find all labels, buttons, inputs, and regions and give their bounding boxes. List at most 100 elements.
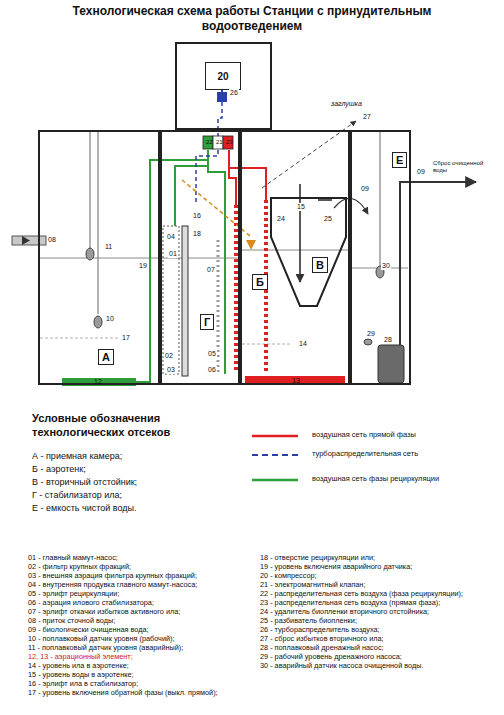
valve-box bbox=[213, 136, 223, 149]
callout-number: 18 bbox=[192, 230, 202, 238]
float-cable bbox=[98, 132, 99, 314]
cone-outline bbox=[271, 198, 346, 306]
legend-sample bbox=[252, 479, 298, 482]
callout-number: 09 bbox=[416, 168, 426, 176]
legend-text: воздушная сеть прямой фазы bbox=[312, 431, 497, 439]
recirc-air-line bbox=[136, 150, 208, 382]
callout-number: 28 bbox=[383, 336, 393, 344]
callout-number: 16 bbox=[192, 212, 202, 220]
list-item: 07 - эрлифт откачки избытков активного и… bbox=[28, 608, 254, 616]
list-item: 12, 13 - аэрационный элемент; bbox=[28, 653, 254, 661]
water-level bbox=[242, 250, 348, 251]
turbo-line bbox=[196, 150, 218, 205]
list-item: 06 - аэрация илового стабилизатора; bbox=[28, 599, 254, 607]
callout-number: 17 bbox=[121, 334, 131, 342]
list-item: 16 - эрлифт ила в стабилизатор; bbox=[28, 680, 254, 688]
tank-compartment: Е bbox=[350, 130, 411, 385]
airlift-column bbox=[217, 240, 220, 372]
outlet-pipe bbox=[400, 182, 476, 345]
compartment-legend-item: Г - стабилизатор ила; bbox=[32, 491, 122, 501]
water-level bbox=[40, 258, 158, 259]
tank-compartment: ВБ bbox=[240, 130, 350, 385]
inlet-arrow bbox=[22, 236, 30, 245]
legend-sample bbox=[252, 435, 298, 438]
list-item: 09 - биологически очищенная вода; bbox=[28, 626, 254, 634]
callout-number: 07 bbox=[206, 266, 216, 274]
list-item: 22 - распределительная сеть воздуха (фаз… bbox=[260, 590, 496, 598]
float-cable bbox=[90, 132, 91, 250]
list-item: 05 - эрлифт рециркуляции; bbox=[28, 590, 254, 598]
callout-number: 04 bbox=[166, 233, 176, 241]
callout-number: 23 bbox=[225, 138, 234, 147]
list-item: 26 - турбораспределитель воздуха; bbox=[260, 626, 496, 634]
float-switch bbox=[86, 248, 94, 260]
list-item: 23 - распределительная сеть воздуха (пря… bbox=[260, 599, 496, 607]
callout-number: 30 bbox=[381, 262, 391, 270]
callout-number: 19 bbox=[138, 262, 148, 270]
callout-number: 11 bbox=[104, 243, 113, 251]
list-item: 25 - разбиватель биопленки; bbox=[260, 617, 496, 625]
callout-number: 02 bbox=[164, 352, 174, 360]
callout-number: 21 bbox=[215, 138, 224, 147]
callout-number: 25 bbox=[323, 215, 333, 223]
callout-number: 29 bbox=[366, 330, 376, 338]
compartment-legend-item: Е - емкость чистой воды. bbox=[32, 504, 137, 514]
compartment-letter: Г bbox=[200, 314, 214, 330]
callout-number: 06 bbox=[207, 366, 217, 374]
callout-number: 03 bbox=[166, 366, 176, 374]
list-item: 15 - уровень воды в аэротенке; bbox=[28, 671, 254, 679]
callout-number: 05 bbox=[207, 350, 217, 358]
flow-triangle bbox=[246, 240, 256, 250]
compartment-letter: Б bbox=[252, 274, 268, 290]
drain-pump bbox=[378, 345, 404, 383]
list-item: 24 - удалитель биопленки вторичного отст… bbox=[260, 608, 496, 616]
callout-number: 15 bbox=[296, 203, 306, 211]
recirc-air-line bbox=[208, 150, 225, 374]
list-item: 20 - компрессор; bbox=[260, 572, 496, 580]
list-item: 01 - главный мамут-насос; bbox=[28, 554, 254, 562]
level-mark bbox=[40, 338, 118, 339]
list-item: 04 - внутренняя продувка главного мамут-… bbox=[28, 581, 254, 589]
airlift-column bbox=[234, 205, 238, 372]
compartment-legend-item: Б - аэротенк; bbox=[32, 465, 86, 475]
callout-number: 14 bbox=[298, 340, 308, 348]
callout-number: 09 bbox=[360, 185, 370, 193]
list-item: 08 - приток сточной воды; bbox=[28, 617, 254, 625]
legend-sample bbox=[252, 454, 298, 456]
callout-number: 26 bbox=[229, 89, 239, 97]
valve-box bbox=[223, 136, 233, 149]
settler-cone: В bbox=[270, 197, 347, 307]
list-item: 17 - уровень включения обратной фазы (вы… bbox=[28, 689, 254, 697]
float-cable bbox=[380, 132, 381, 266]
tank-compartment: А bbox=[38, 130, 160, 385]
list-item: 27 - сброс избытков вторичного ила; bbox=[260, 635, 496, 643]
list-item: 02 - фильтр крупных фракций; bbox=[28, 563, 254, 571]
coarse-filter bbox=[163, 226, 179, 374]
direct-air-line bbox=[229, 150, 236, 205]
diagram-title: Технологическая схема работы Станции с п… bbox=[52, 4, 452, 34]
callout-number: 08 bbox=[47, 236, 57, 244]
list-item: 28 - поплавковый дренажный насос; bbox=[260, 644, 496, 652]
pump-float bbox=[364, 339, 372, 345]
callout-note: Сброс очищенной воды bbox=[432, 160, 490, 173]
callout-number: 13 bbox=[291, 377, 301, 385]
turbo-line bbox=[221, 90, 223, 92]
list-item: 30 - аварийный датчик насоса очищенной в… bbox=[260, 662, 496, 670]
cone-outline bbox=[270, 197, 347, 307]
callout-number: 24 bbox=[276, 215, 286, 223]
compartment-legend-item: А - приемная камера; bbox=[32, 452, 122, 462]
compartment-letter: В bbox=[312, 257, 328, 273]
direct-air-line bbox=[229, 150, 266, 200]
compressor-box: 20 bbox=[175, 42, 272, 130]
list-item: 10 - поплавковый датчик уровня (рабочий)… bbox=[28, 635, 254, 643]
callout-number: 01 bbox=[168, 250, 178, 258]
list-item: 29 - рабочий уровень дренажного насоса; bbox=[260, 653, 496, 661]
callout-number: 22 bbox=[205, 138, 214, 147]
mammoth-pump bbox=[182, 226, 188, 376]
legend-text: турбораспределительная сеть bbox=[312, 450, 497, 458]
callout-number: 27 bbox=[362, 113, 372, 121]
compartment-letter: Е bbox=[392, 152, 407, 168]
list-item: 19 - уровень включения аварийного датчик… bbox=[260, 563, 496, 571]
list-item: 21 - электромагнитный клапан; bbox=[260, 581, 496, 589]
